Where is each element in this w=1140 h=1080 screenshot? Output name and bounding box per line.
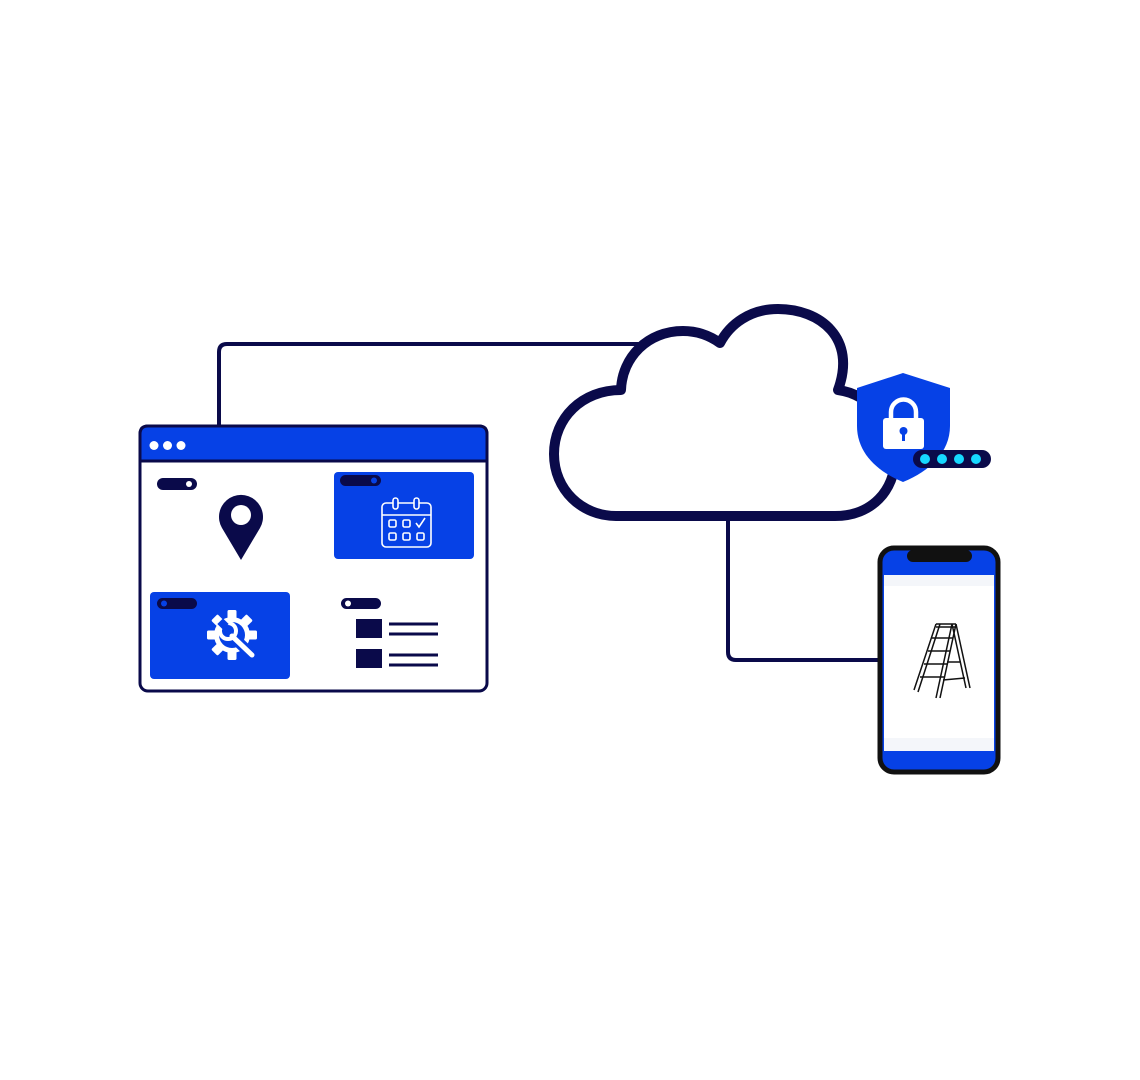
window-dot	[163, 441, 172, 450]
password-dot	[937, 454, 947, 464]
wrench-head	[218, 621, 238, 641]
list-tile	[341, 598, 438, 668]
password-dots	[920, 454, 981, 464]
wrench-jaw	[217, 618, 229, 630]
browser-window	[138, 424, 489, 693]
cloud-icon	[549, 304, 900, 521]
tile-label-pill	[157, 598, 197, 609]
wrench-handle	[229, 633, 255, 658]
password-field	[913, 450, 991, 468]
window-dot	[176, 441, 186, 450]
shield-lock-icon	[857, 373, 991, 482]
phone	[877, 545, 1001, 775]
tile-label-pill	[340, 475, 381, 486]
tile-label-pill	[341, 598, 381, 609]
gear-wrench-icon	[207, 610, 258, 661]
password-dot	[954, 454, 964, 464]
tile-label-pill	[157, 478, 197, 490]
connector-window-to-cloud	[217, 342, 650, 428]
calendar-icon	[381, 497, 432, 548]
calendar-tile	[334, 472, 474, 559]
padlock-shackle	[888, 397, 919, 420]
gear-tooth	[227, 651, 237, 660]
location-tile	[157, 478, 263, 560]
connector-cloud-to-phone	[726, 518, 880, 662]
location-pin-icon	[219, 494, 263, 560]
password-dot	[920, 454, 930, 464]
window-dot	[149, 441, 159, 450]
phone-notch	[907, 550, 972, 562]
ladder-icon	[913, 623, 971, 699]
gear-tooth	[248, 630, 257, 640]
window-control-dots	[149, 441, 186, 450]
password-dot	[971, 454, 981, 464]
gear-tooth	[207, 630, 216, 640]
list-icon	[356, 619, 438, 668]
settings-tile	[150, 592, 290, 679]
browser-titlebar	[138, 424, 489, 463]
gear-tooth	[227, 610, 237, 619]
